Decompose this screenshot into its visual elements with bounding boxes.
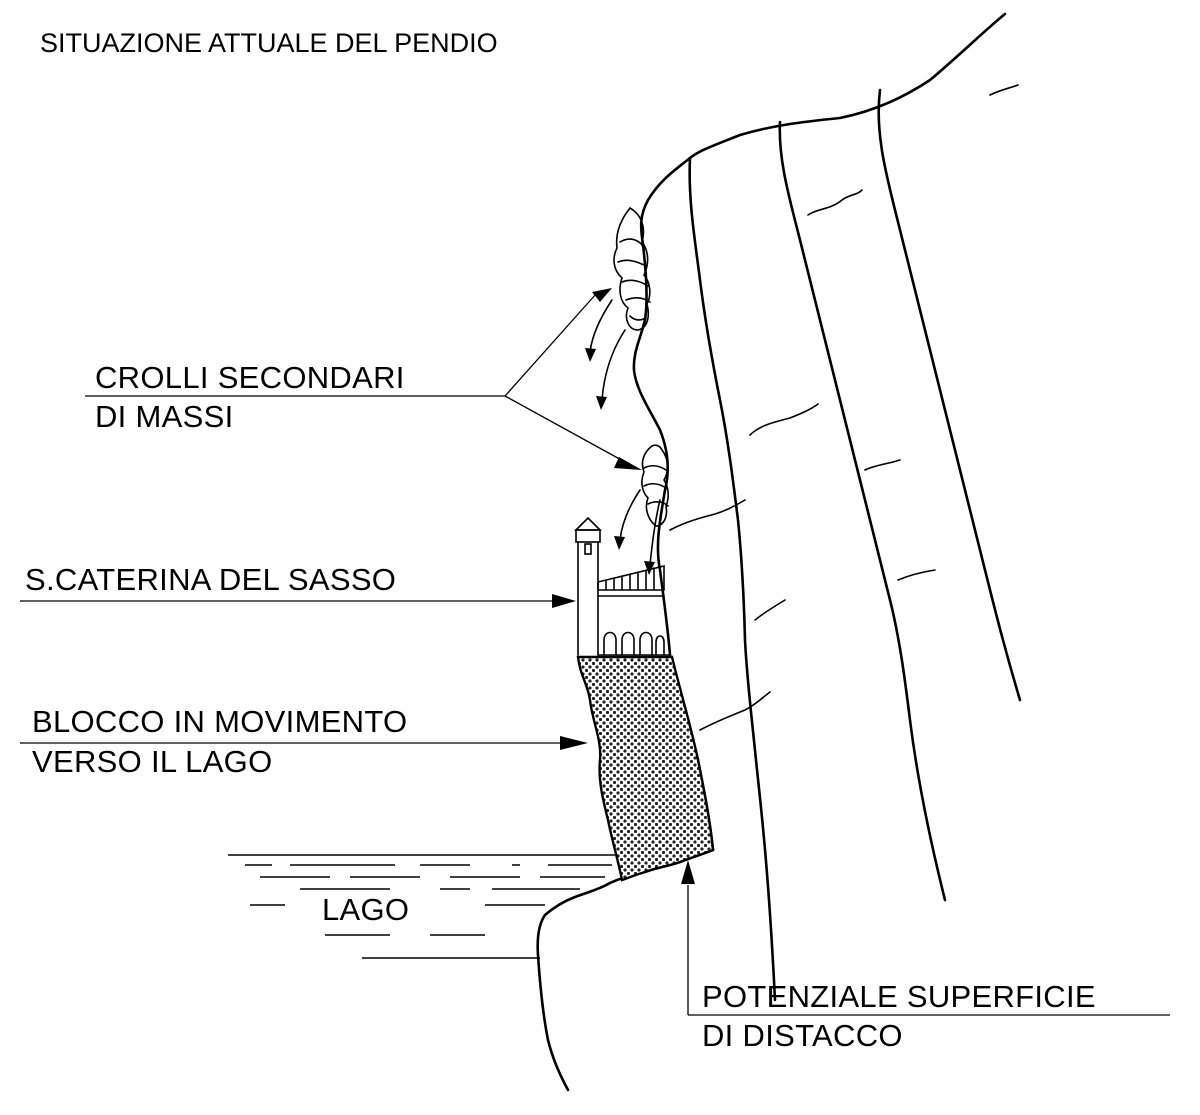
rock-base-outline: [536, 848, 715, 1092]
cliff-face-outline: [632, 12, 1007, 852]
leader-crolli: [85, 288, 642, 470]
label-blocco-line1: BLOCCO IN MOVIMENTO: [32, 704, 407, 739]
lake-water: [228, 854, 615, 959]
boulders-lower: [641, 444, 669, 527]
church-building: [574, 516, 671, 656]
diagram-title: SITUAZIONE ATTUALE DEL PENDIO: [40, 28, 498, 58]
rock-stratum-1: [688, 156, 777, 1002]
rock-crack-8: [989, 84, 1019, 96]
label-crolli-line1: CROLLI SECONDARI: [95, 360, 405, 395]
label-superficie-line1: POTENZIALE SUPERFICIE: [702, 979, 1096, 1014]
label-lago: LAGO: [322, 892, 409, 927]
rock-crack-4: [669, 499, 746, 531]
rock-stratum-2: [778, 120, 947, 902]
rock-crack-2: [749, 403, 819, 436]
rock-crack-5: [754, 599, 786, 621]
rock-stratum-3: [877, 88, 1022, 702]
label-blocco-line2: VERSO IL LAGO: [32, 744, 273, 779]
rock-crack-7: [699, 691, 771, 731]
boulders-upper: [613, 206, 651, 331]
label-crolli-line2: DI MASSI: [95, 399, 233, 434]
rock-crack-1: [807, 189, 863, 216]
label-caterina: S.CATERINA DEL SASSO: [25, 562, 396, 597]
label-superficie-line2: DI DISTACCO: [702, 1018, 903, 1053]
rock-crack-3: [864, 459, 901, 471]
rock-crack-6: [897, 569, 936, 581]
leader-superficie: [681, 860, 1170, 1016]
fall-arrows: [585, 299, 661, 575]
moving-block: [576, 655, 715, 882]
leader-caterina: [20, 594, 576, 608]
leader-blocco: [20, 736, 588, 750]
